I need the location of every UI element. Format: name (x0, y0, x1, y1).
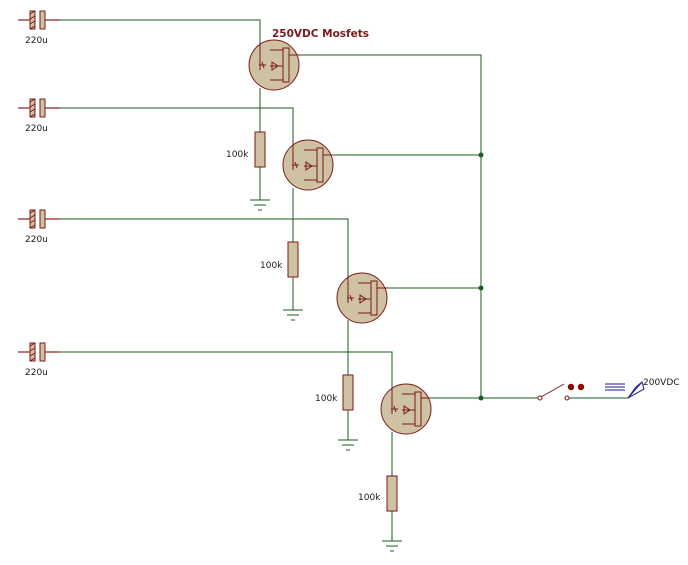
junction-dot (478, 395, 484, 401)
junction-dot (478, 285, 484, 291)
ground-icon (283, 309, 303, 321)
mosfet-2 (282, 139, 334, 191)
resistor-3-label: 100k (315, 394, 338, 404)
capacitor-3: 220u (18, 209, 60, 245)
capacitor-3-label: 220u (25, 235, 48, 245)
schematic-title: 250VDC Mosfets (272, 28, 369, 40)
switch-contact-dot (567, 383, 575, 391)
output-terminal: 200VDC (605, 378, 680, 399)
capacitor-1: 220u (18, 10, 60, 46)
switch (537, 383, 585, 401)
capacitor-4: 220u (18, 342, 60, 378)
mosfet-3 (336, 272, 388, 324)
resistor-wires (259, 88, 393, 541)
resistor-1: 100k (226, 131, 266, 168)
ground-icon (382, 540, 402, 552)
output-terminal-label: 200VDC (643, 378, 680, 388)
resistor-1-label: 100k (226, 150, 249, 160)
resistor-4-label: 100k (358, 493, 381, 503)
mosfet-1 (248, 39, 300, 91)
capacitor-2: 220u (18, 98, 60, 134)
ground-icon (250, 199, 270, 211)
gate-wires (60, 19, 393, 387)
mosfet-4 (380, 383, 432, 435)
capacitor-4-label: 220u (25, 368, 48, 378)
switch-contact-dot (577, 383, 585, 391)
resistor-2: 100k (260, 241, 299, 278)
ground-icon (338, 439, 358, 451)
resistor-4: 100k (358, 475, 398, 512)
resistor-2-label: 100k (260, 261, 283, 271)
junction-dot (478, 152, 484, 158)
resistor-3: 100k (315, 374, 354, 411)
capacitor-1-label: 220u (25, 36, 48, 46)
capacitor-2-label: 220u (25, 124, 48, 134)
drain-bus (300, 54, 628, 399)
